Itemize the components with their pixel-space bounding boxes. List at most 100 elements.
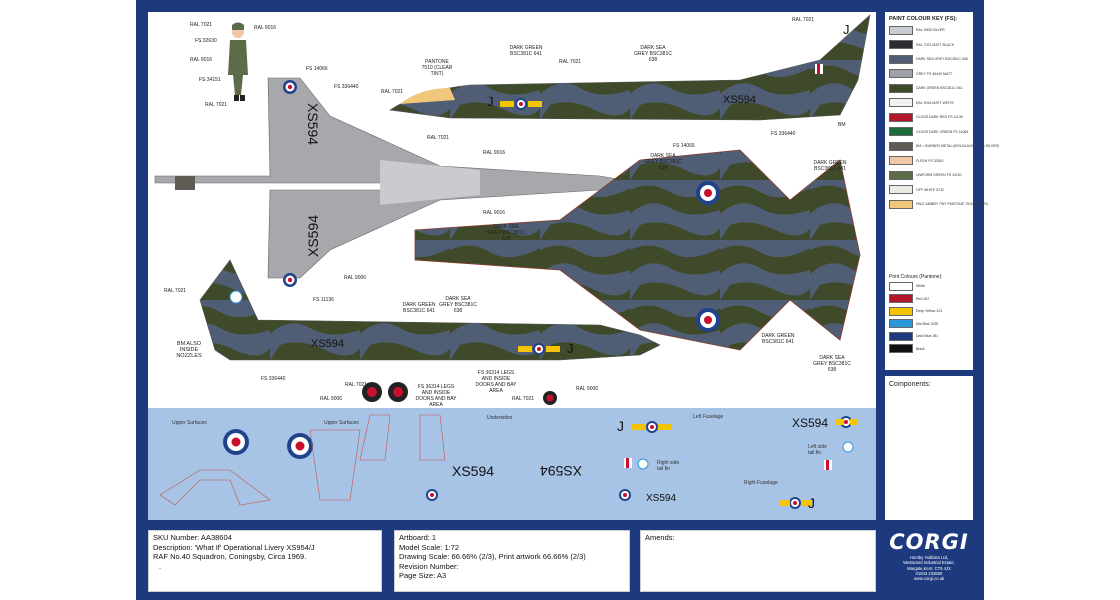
- corgi-brand: CORGI Hornby Hobbies Ltd, Westwood Indus…: [885, 528, 973, 598]
- side-view-top: [389, 14, 871, 121]
- colour-key-row: DARK SEA GREY BSC381C 638: [889, 54, 968, 64]
- colour-swatch: [889, 54, 913, 64]
- colour-key-row: Deep Yellow 123: [889, 306, 943, 316]
- colour-key-row: OFF WHITE 5732: [889, 185, 945, 194]
- colour-swatch: [889, 306, 913, 316]
- colour-key-row: DARK GREEN BSC381C 641: [889, 83, 963, 93]
- callout: RAL 7021: [190, 22, 213, 28]
- amends-label: Amends:: [645, 533, 675, 542]
- dot-mark: .: [159, 561, 162, 571]
- plan-view-lower: [414, 149, 861, 351]
- paint-colour-key: PAINT COLOUR KEY (FS): RAL 9006 SILVER RA…: [885, 12, 999, 370]
- colour-swatch: [889, 331, 913, 341]
- brand-address-line: Margate,Kent. CT9 4JX: [907, 565, 951, 571]
- colour-key-row: PALE AMBER TINT PANTONE 7510 (CLEAR): [889, 199, 988, 209]
- callout: DARK SEA GREY BSC381C 638: [634, 45, 672, 63]
- colour-key-row: Red 187: [889, 294, 929, 303]
- colour-label: DARK GREEN BSC381C 641: [916, 86, 963, 90]
- brand-address-line: Hornby Hobbies Ltd,: [909, 555, 949, 560]
- colour-swatch: [889, 83, 913, 93]
- colour-label: OFF WHITE 5732: [916, 187, 945, 192]
- decal-items: [159, 414, 858, 509]
- callout: RAL 9016: [190, 57, 213, 63]
- callout: RAL 7021: [381, 89, 404, 95]
- decal-label: Undersides: [487, 415, 513, 421]
- callout: RAL 7021: [205, 102, 228, 108]
- callout: FS 32630: [195, 38, 217, 44]
- callout: FS 11136: [313, 297, 334, 303]
- callout: FS 336440: [261, 376, 286, 382]
- callout: PANTONE 7510 (CLEAR TINT): [421, 59, 453, 77]
- colour-key-row: Black: [889, 344, 925, 353]
- revision-number: Revision Number:: [399, 561, 459, 571]
- colour-key-row: GLOSS DARK RED FS 11136: [889, 112, 963, 122]
- corgi-logo: CORGI: [889, 530, 969, 554]
- colour-key-row: RAL 9006 SILVER: [889, 25, 945, 35]
- colour-label: Dark Blue 281: [916, 334, 939, 338]
- description-line-1: Description: 'What If' Operational Liver…: [153, 542, 315, 552]
- decal-label: Right side tail fin: [657, 460, 680, 472]
- print-colours-title: Print Colours (Pantone):: [889, 274, 943, 280]
- colour-swatch: [889, 344, 913, 353]
- colour-swatch: [889, 112, 913, 122]
- decal-serial-small: XS594: [646, 493, 677, 504]
- colour-label: GREY FS 36440 MATT: [916, 71, 953, 76]
- colour-swatch: [889, 156, 913, 165]
- colour-label: Black: [916, 346, 925, 351]
- colour-label: RAL 9016 MATT WHITE: [916, 100, 954, 105]
- colour-label: UNIFORM GREEN FS 34151: [916, 173, 962, 177]
- colour-key-row: Dark Blue 281: [889, 331, 939, 341]
- colour-label: RAL 7021 MATT BLACK: [916, 42, 955, 47]
- colour-key-row: GLOSS DARK GREEN FS 14066: [889, 127, 969, 136]
- colour-label: White: [916, 284, 925, 288]
- callout: RAL 9016: [483, 150, 506, 156]
- decal-label: Right Fuselage: [744, 480, 778, 486]
- callout: FS 336440: [334, 84, 359, 90]
- decal-label: Left Fuselage: [693, 414, 724, 420]
- colour-key-row: White: [889, 281, 925, 291]
- model-scale: Model Scale: 1:72: [399, 542, 460, 552]
- colour-label: RAL 9006 SILVER: [916, 28, 945, 32]
- colour-label: Deep Yellow 123: [916, 309, 943, 313]
- decal-sheet: [148, 408, 876, 520]
- callout: RAL 7021: [427, 135, 450, 141]
- amends-box: Amends:: [640, 530, 876, 592]
- colour-swatch: [889, 98, 913, 107]
- aircraft-letter-top: J: [487, 94, 494, 109]
- aircraft-serial-top: XS594: [723, 94, 757, 106]
- colour-key-row: RAL 9016 MATT WHITE: [889, 98, 954, 107]
- decal-letter: J: [617, 418, 624, 434]
- paint-key-title: PAINT COLOUR KEY (FS):: [889, 16, 958, 22]
- sku-info-box: SKU Number: AA38604 Description: 'What I…: [148, 530, 382, 592]
- callout: BM ALSO INSIDE NOZZLES: [176, 341, 202, 359]
- colour-swatch: [889, 25, 913, 35]
- colour-swatch: [889, 127, 913, 136]
- callout: DARK SEA GREY BSC381C 638: [644, 153, 682, 171]
- callout: RAL 7021: [559, 59, 582, 65]
- callout: RAL 7021: [792, 17, 815, 23]
- callout: DARK GREEN BSC381C 641: [761, 333, 795, 345]
- callout: FS 336440: [771, 131, 796, 137]
- callout: RAL 9006: [576, 386, 599, 392]
- callout: RAL 7021: [164, 288, 187, 294]
- decal-label: Upper Surfaces: [172, 420, 207, 426]
- colour-key-row: UNIFORM GREEN FS 34151: [889, 170, 962, 180]
- aircraft-serial-lower-wing: XS594: [305, 214, 322, 258]
- colour-swatch: [889, 185, 913, 194]
- colour-swatch: [889, 69, 913, 78]
- callout: DARK GREEN BSC381C 641: [813, 160, 847, 172]
- callout: RAL 7021: [512, 396, 535, 402]
- aircraft-serial-bottom: XS594: [311, 338, 345, 350]
- decal-label: Upper Surfaces: [324, 420, 359, 426]
- callout: DARK SEA GREY BSC381C 638: [487, 224, 525, 242]
- brand-website: www.corgi.co.uk: [913, 576, 945, 582]
- callout: DARK GREEN BSC381C 641: [402, 302, 436, 314]
- colour-key-row: BM = BURNED METAL (60% BLACK + 40% SILVE…: [889, 141, 999, 151]
- description-line-2: RAF No.40 Squadron, Coningsby, Circa 196…: [153, 552, 307, 561]
- colour-swatch: [889, 294, 913, 303]
- colour-label: FLESH FS 32630: [916, 158, 944, 163]
- pilot-figure: [228, 22, 248, 101]
- colour-label: GLOSS DARK GREEN FS 14066: [916, 129, 969, 134]
- colour-swatch: [889, 281, 913, 291]
